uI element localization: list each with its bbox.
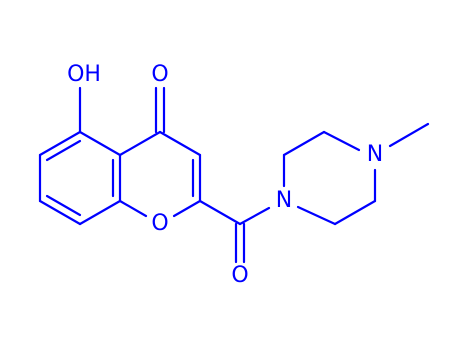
bond [78,130,122,157]
ketone-group: O [151,62,169,134]
hydroxyl-group: OH [67,62,101,134]
bond [38,130,82,157]
piperazine-ring: N [282,130,383,226]
bond [172,199,202,218]
bond [158,130,202,157]
bond [118,130,162,157]
methyl-nitrogen-label: N [367,142,383,167]
bond [322,130,361,152]
bond [38,199,82,226]
hydroxyl-label: OH [67,62,101,87]
bond [45,194,82,217]
bond [45,139,82,162]
bond [78,199,122,226]
bond [282,130,326,157]
bond [296,205,337,226]
ring-oxygen-label: O [151,211,168,236]
methyl-bond [388,122,430,148]
amide-group: O N [198,188,292,288]
bond [333,199,377,226]
amide-nitrogen-label: N [276,188,292,213]
amide-oxygen-label: O [231,263,248,288]
bond [118,199,148,218]
pyranone-ring [118,130,202,218]
benzene-ring [38,130,122,226]
bond [198,199,242,226]
bond [238,206,271,226]
ketone-oxygen-label: O [151,62,168,87]
